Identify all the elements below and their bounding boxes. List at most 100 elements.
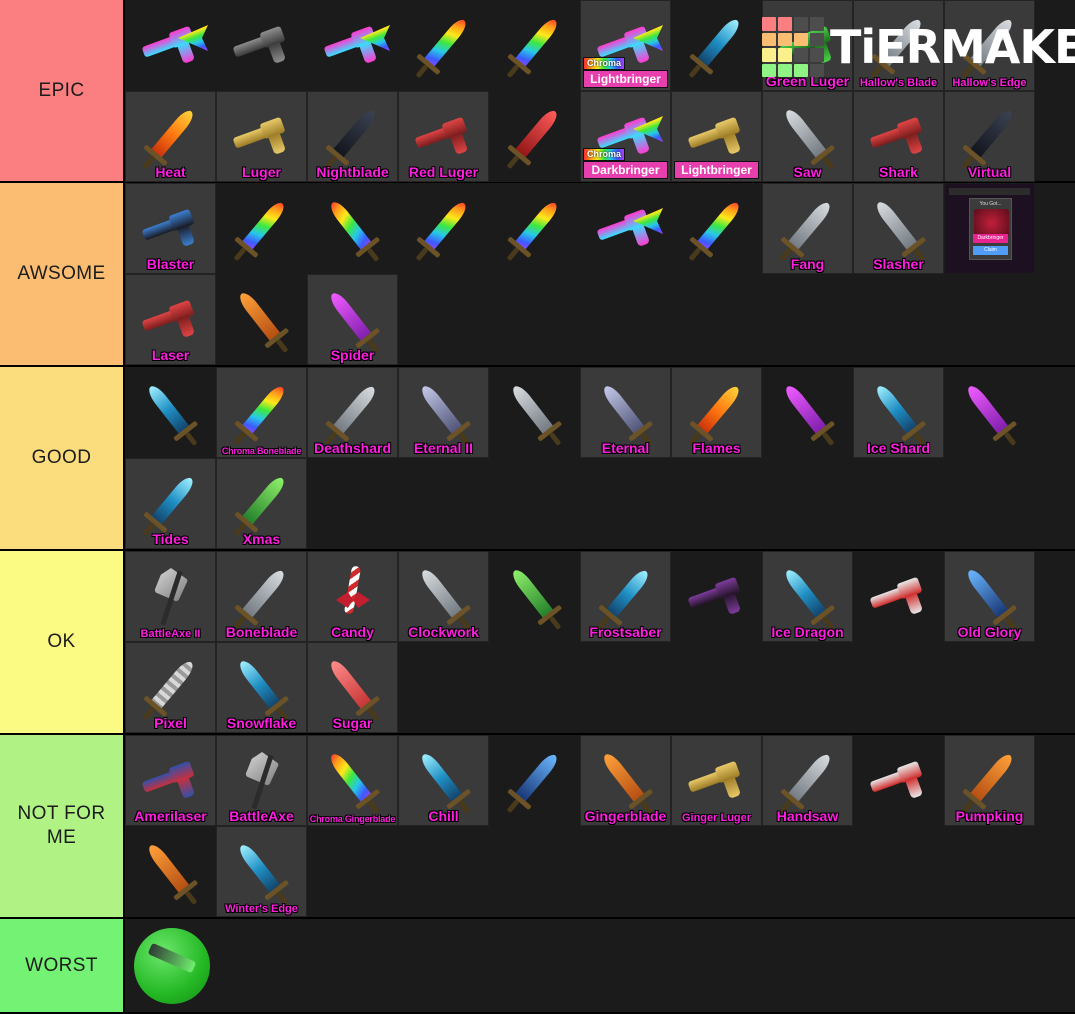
tier-item-eternal[interactable]: Eternal [580,367,671,458]
tier-label-epic[interactable]: EPIC [0,0,125,181]
tier-item[interactable] [125,367,216,458]
tier-item-lightbringer[interactable]: Lightbringer [671,91,762,182]
weapon-art-blade-clockwork [399,552,488,641]
tier-item[interactable] [398,0,489,91]
weapon-art-gun-shark [854,92,943,181]
tier-item-ice-dragon[interactable]: Ice Dragon [762,551,853,642]
tier-item-snowflake[interactable]: Snowflake [216,642,307,733]
tier-item[interactable] [489,735,580,826]
tier-item-fang[interactable]: Fang [762,183,853,274]
weapon-art-blade-rainbow-gold [399,184,488,273]
tier-item[interactable] [671,551,762,642]
weapon-art-gun-void [672,552,761,641]
tier-item-handsaw[interactable]: Handsaw [762,735,853,826]
tier-item-red-luger[interactable]: Red Luger [398,91,489,182]
tier-item-xmas[interactable]: Xmas [216,458,307,549]
tier-item-ginger-luger[interactable]: Ginger Luger [671,735,762,826]
tier-item-old-glory[interactable]: Old Glory [944,551,1035,642]
tier-item-laser[interactable]: Laser [125,274,216,365]
tier-item[interactable] [125,0,216,91]
tier-label-good[interactable]: GOOD [0,367,125,549]
tier-item[interactable] [216,183,307,274]
tier-item-eternal-ii[interactable]: Eternal II [398,367,489,458]
tier-item-boneblade[interactable]: Boneblade [216,551,307,642]
tier-item-hallow-s-blade[interactable]: Hallow's Blade [853,0,944,91]
weapon-art-blade-sugar [308,643,397,732]
tier-item-nightblade[interactable]: Nightblade [307,91,398,182]
weapon-art-blade-orange-pumpkin [217,275,306,364]
tier-item[interactable] [307,0,398,91]
tier-item-virtual[interactable]: Virtual [944,91,1035,182]
tier-item-luger[interactable]: Luger [216,91,307,182]
item-label: Lightbringer [674,161,759,179]
tier-item[interactable] [489,367,580,458]
tier-item-clockwork[interactable]: Clockwork [398,551,489,642]
popup-claim-button[interactable]: Claim [973,246,1008,255]
tier-item[interactable] [489,0,580,91]
tier-item-flames[interactable]: Flames [671,367,762,458]
tier-item[interactable] [944,367,1035,458]
tier-item[interactable] [580,183,671,274]
tier-item-tides[interactable]: Tides [125,458,216,549]
tier-item[interactable] [216,0,307,91]
green-orb [134,928,210,1004]
tier-item[interactable] [671,183,762,274]
weapon-art-blade-rainbow-green [490,184,579,273]
tier-item-battleaxe[interactable]: BattleAxe [216,735,307,826]
tier-item-slasher[interactable]: Slasher [853,183,944,274]
tier-label-not-for-me[interactable]: NOT FOR ME [0,735,125,917]
tier-item-spider[interactable]: Spider [307,274,398,365]
tier-item-saw[interactable]: Saw [762,91,853,182]
weapon-art-gun-ginger [672,736,761,825]
tier-item-chill[interactable]: Chill [398,735,489,826]
tier-item-pixel[interactable]: Pixel [125,642,216,733]
tier-item[interactable] [853,551,944,642]
tier-item-chroma-gingerblade[interactable]: Chroma Gingerblade [307,735,398,826]
weapon-art-blade-red [490,92,579,181]
tier-item-hallow-s-edge[interactable]: Hallow's Edge [944,0,1035,91]
tier-item-pumpking[interactable]: Pumpking [944,735,1035,826]
weapon-art-blade-eternal2 [399,368,488,457]
tier-item-deathshard[interactable]: Deathshard [307,367,398,458]
weapon-art-blade-green-vine [490,552,579,641]
weapon-art-axe-battle2 [126,552,215,641]
tier-item[interactable] [762,367,853,458]
tier-label-awsome[interactable]: AWSOME [0,183,125,365]
weapon-art-blade-rainbow-skull [672,184,761,273]
tier-item[interactable] [216,274,307,365]
tier-item-battleaxe-ii[interactable]: BattleAxe II [125,551,216,642]
tier-item[interactable] [398,183,489,274]
tier-item-green-luger[interactable]: Green Luger [762,0,853,91]
tier-item[interactable] [489,183,580,274]
tier-item-winter-s-edge[interactable]: Winter's Edge [216,826,307,917]
weapon-art-gun-candy [854,552,943,641]
weapon-art-blade-winters-edge [217,827,306,916]
weapon-art-gun-blaster [126,184,215,273]
tier-item[interactable] [125,919,216,1010]
tier-item-chroma-boneblade[interactable]: Chroma Boneblade [216,367,307,458]
tier-item-frostsaber[interactable]: Frostsaber [580,551,671,642]
tier-label-ok[interactable]: OK [0,551,125,733]
weapon-art-blade-chill [399,736,488,825]
tier-item[interactable] [853,735,944,826]
tier-item[interactable] [125,826,216,917]
tier-item-gingerblade[interactable]: Gingerblade [580,735,671,826]
weapon-art-gun-laser-rifle [217,1,306,90]
tier-item-shark[interactable]: Shark [853,91,944,182]
tier-item-ice-shard[interactable]: Ice Shard [853,367,944,458]
tier-item-heat[interactable]: Heat [125,91,216,182]
tier-item[interactable] [671,0,762,91]
tier-item-candy[interactable]: Candy [307,551,398,642]
tier-item[interactable] [489,551,580,642]
tier-label-worst[interactable]: WORST [0,919,125,1012]
tier-item-blaster[interactable]: Blaster [125,183,216,274]
tier-item[interactable] [307,183,398,274]
tier-item-amerilaser[interactable]: Amerilaser [125,735,216,826]
item-label: Darkbringer [583,161,668,179]
tier-item[interactable] [489,91,580,182]
tier-item-sugar[interactable]: Sugar [307,642,398,733]
